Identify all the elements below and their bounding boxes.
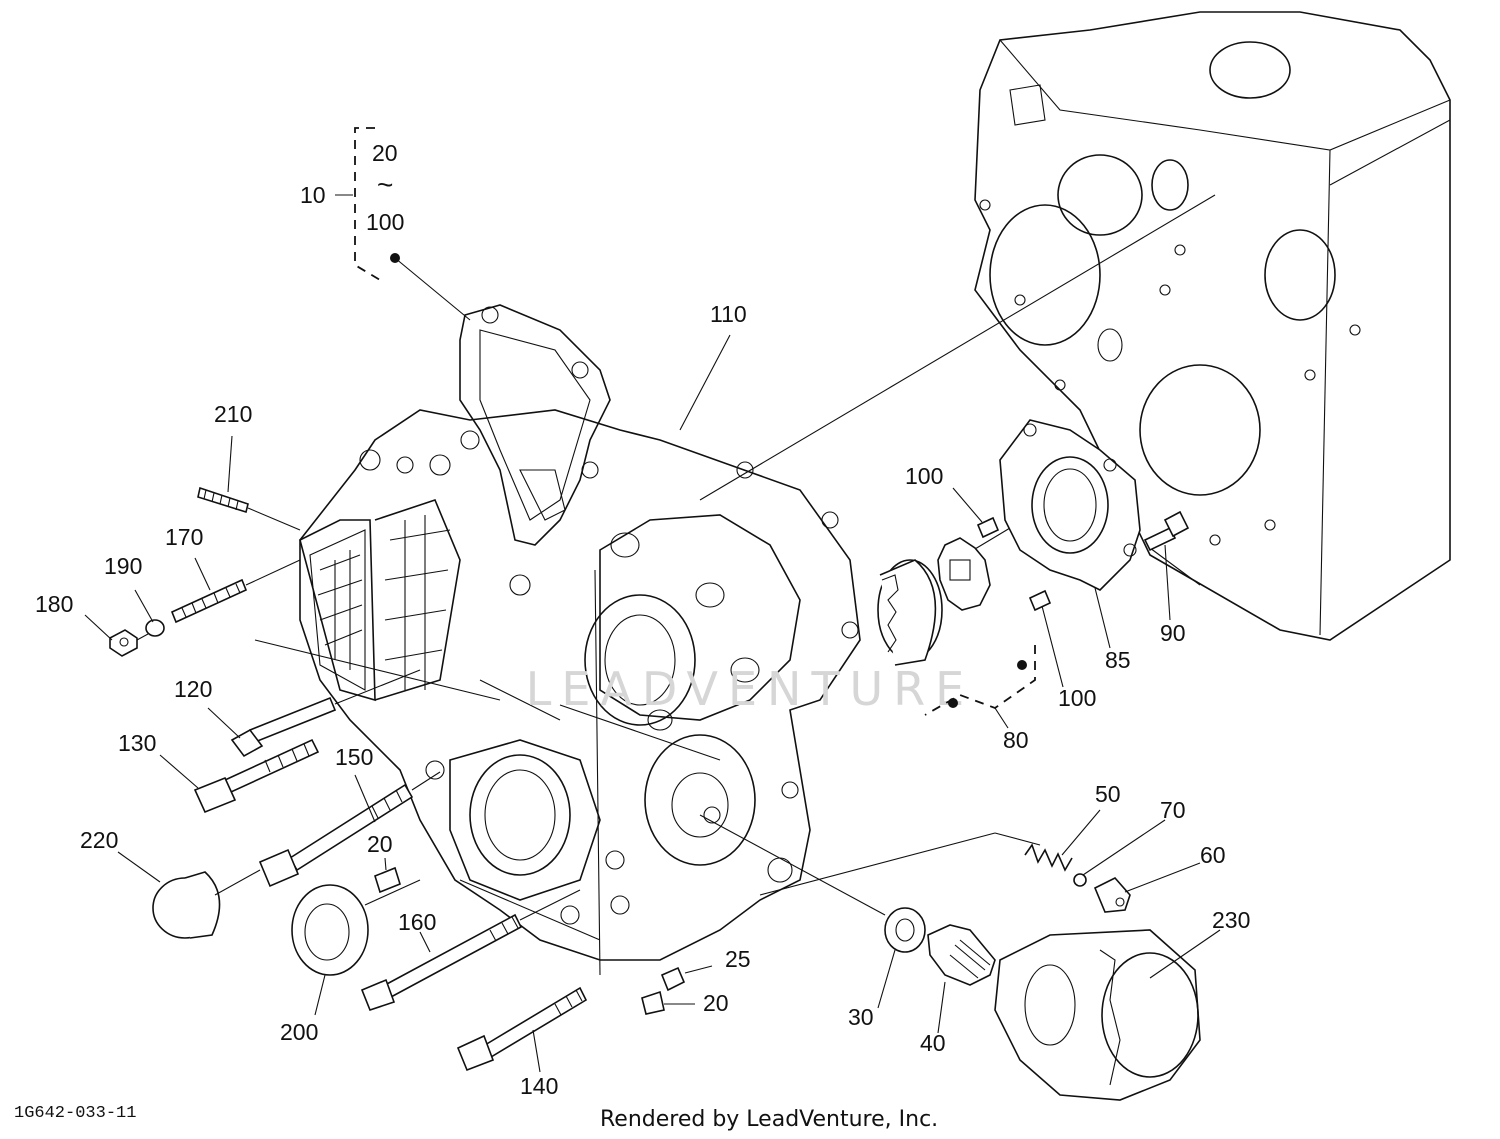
- callout-140: 140: [520, 1073, 558, 1099]
- callout-170: 170: [165, 524, 203, 550]
- callout-25: 25: [725, 946, 751, 972]
- gear-case: [254, 304, 861, 976]
- watermark-text: LEADVENTURE: [526, 662, 975, 716]
- callout-100-lower: 100: [1058, 685, 1096, 711]
- range-tilde: ~: [377, 169, 393, 200]
- callout-range-start: 20: [372, 140, 398, 166]
- callout-120: 120: [174, 676, 212, 702]
- callout-40: 40: [920, 1030, 946, 1056]
- fasteners-left: [109, 486, 686, 1072]
- relief-valve-and-filter: [884, 843, 1201, 1101]
- callout-190: 190: [104, 553, 142, 579]
- credit-text: Rendered by LeadVenture, Inc.: [600, 1107, 938, 1132]
- callout-100-upper: 100: [905, 463, 943, 489]
- callout-80: 80: [1003, 727, 1029, 753]
- group-bracket-10: 10 20 ~ 100: [300, 127, 471, 321]
- callout-90: 90: [1160, 620, 1186, 646]
- callout-220: 220: [80, 827, 118, 853]
- callout-20-upper: 20: [367, 831, 393, 857]
- oil-pump: [877, 419, 1190, 666]
- callout-50: 50: [1095, 781, 1121, 807]
- callout-160: 160: [398, 909, 436, 935]
- callout-110: 110: [710, 301, 747, 327]
- callout-range-end: 100: [366, 209, 404, 235]
- engine-block: [974, 11, 1451, 641]
- callout-20-lower: 20: [703, 990, 729, 1016]
- callout-200: 200: [280, 1019, 318, 1045]
- callouts: 110 210 170 190 180 120 130 150 220 20 2…: [35, 301, 1250, 1099]
- callout-30: 30: [848, 1004, 874, 1030]
- callout-60: 60: [1200, 842, 1226, 868]
- group-bracket-80: [924, 645, 1036, 729]
- callout-230: 230: [1212, 907, 1250, 933]
- callout-130: 130: [118, 730, 156, 756]
- callout-85: 85: [1105, 647, 1131, 673]
- callout-180: 180: [35, 591, 73, 617]
- callout-150: 150: [335, 744, 373, 770]
- callout-210: 210: [214, 401, 252, 427]
- leader-lines: [84, 334, 1221, 1073]
- drawing-code: 1G642-033-11: [14, 1104, 136, 1123]
- callout-10: 10: [300, 182, 326, 208]
- callout-70: 70: [1160, 797, 1186, 823]
